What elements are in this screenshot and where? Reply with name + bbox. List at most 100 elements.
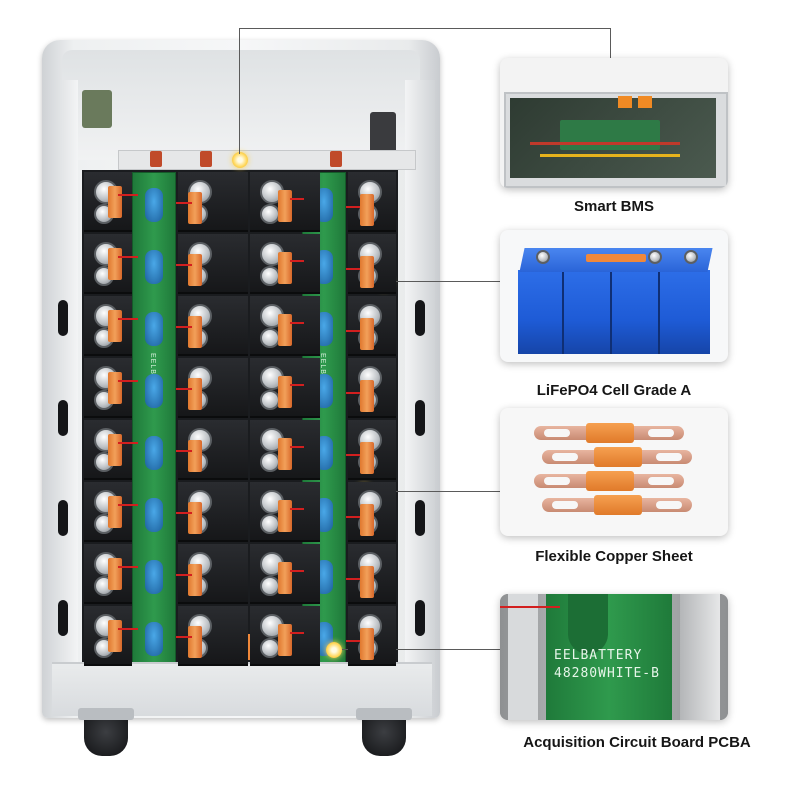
copper-sheet-hole <box>544 477 570 485</box>
copper-strap <box>278 190 292 222</box>
cell-divider <box>562 270 564 354</box>
vent-slot <box>415 300 425 336</box>
vent-slot <box>415 400 425 436</box>
cell-busbar <box>586 254 646 262</box>
copper-sheet-insulation <box>594 447 642 467</box>
copper-inset-image <box>500 408 728 536</box>
cell-terminal-post <box>260 452 280 472</box>
terminal <box>150 151 162 167</box>
copper-strap <box>108 558 122 590</box>
copper-strap <box>188 626 202 658</box>
caption-flexible-copper: Flexible Copper Sheet <box>535 548 693 565</box>
pcba-inset-image: EELBATTERY 48280WHITE-B <box>500 594 728 720</box>
cell-divider <box>610 270 612 354</box>
sense-wire <box>118 566 138 568</box>
copper-strap <box>108 248 122 280</box>
sense-wire <box>176 636 192 638</box>
sense-wire <box>346 206 360 208</box>
copper-strap <box>360 566 374 598</box>
sense-wire <box>176 326 192 328</box>
copper-strap <box>108 372 122 404</box>
copper-strap <box>360 256 374 288</box>
pcba-wire <box>500 606 560 608</box>
caption-smart-bms: Smart BMS <box>573 198 655 215</box>
vent-slot <box>58 600 68 636</box>
sense-wire <box>176 450 192 452</box>
sense-wire <box>118 628 138 630</box>
sense-wire <box>176 512 192 514</box>
pcb-sensor-window <box>145 250 163 284</box>
cell-inset-image <box>500 230 728 362</box>
pcba-cutout <box>568 594 608 654</box>
cell-terminal-post <box>260 204 280 224</box>
callout-dot-pcba <box>326 642 342 658</box>
sense-wire <box>118 442 138 444</box>
sense-wire <box>176 202 192 204</box>
copper-sheet-hole <box>544 429 570 437</box>
terminal <box>330 151 342 167</box>
copper-strap <box>188 316 202 348</box>
sense-wire <box>118 194 138 196</box>
sense-wire <box>346 578 360 580</box>
leader-line-bms-vertical <box>239 28 240 154</box>
copper-strap <box>360 504 374 536</box>
sense-wire <box>176 388 192 390</box>
pcb-sensor-window <box>145 436 163 470</box>
cabinet-left-rail <box>48 80 78 690</box>
cell-terminal-post <box>260 390 280 410</box>
pcba-print-model: 48280WHITE-B <box>554 666 660 681</box>
caption-lifepo4-cell: LiFePO4 Cell Grade A <box>536 382 692 399</box>
top-busbar <box>118 150 416 170</box>
pcb-sensor-window <box>145 312 163 346</box>
copper-strap <box>108 434 122 466</box>
pcba-rail <box>508 594 538 720</box>
caption-acquisition-pcba: Acquisition Circuit Board PCBA <box>523 734 751 751</box>
vent-slot <box>58 300 68 336</box>
cell-terminal-post <box>260 266 280 286</box>
copper-strap <box>360 628 374 660</box>
sense-wire <box>118 380 138 382</box>
copper-sheet-hole <box>656 501 682 509</box>
sense-wire <box>290 198 304 200</box>
sense-wire <box>176 264 192 266</box>
copper-strap <box>278 314 292 346</box>
sense-wire <box>118 318 138 320</box>
cell-divider <box>658 270 660 354</box>
sense-wire <box>118 504 138 506</box>
sense-wire <box>290 632 304 634</box>
leader-line-bms-horizontal <box>239 28 611 29</box>
sense-wire <box>290 260 304 262</box>
sense-wire <box>290 384 304 386</box>
copper-strap <box>360 442 374 474</box>
bms-inset-image <box>500 58 728 188</box>
copper-strap <box>108 310 122 342</box>
cell-terminal-post <box>260 576 280 596</box>
copper-strap <box>278 252 292 284</box>
sense-wire <box>290 446 304 448</box>
copper-sheet-insulation <box>594 495 642 515</box>
vent-slot <box>58 400 68 436</box>
sense-wire <box>176 574 192 576</box>
cell-terminal <box>536 250 550 264</box>
sense-wire <box>346 516 360 518</box>
connector-module <box>370 112 396 156</box>
pcb-sensor-window <box>145 498 163 532</box>
copper-strap <box>108 496 122 528</box>
bms-relay <box>618 96 632 108</box>
cabinet-right-rail <box>405 80 435 690</box>
bms-wiring <box>540 154 680 157</box>
copper-strap <box>188 192 202 224</box>
pcb-sensor-window <box>145 560 163 594</box>
copper-strap <box>360 318 374 350</box>
copper-strap <box>278 438 292 470</box>
sense-wire <box>346 454 360 456</box>
cell-terminal-post <box>260 328 280 348</box>
copper-sheet-hole <box>552 501 578 509</box>
cell-terminal-post <box>260 514 280 534</box>
copper-strap <box>188 254 202 286</box>
sense-wire <box>118 256 138 258</box>
copper-strap <box>360 380 374 412</box>
pcb-sensor-window <box>145 374 163 408</box>
copper-sheet-hole <box>552 453 578 461</box>
leader-line-bms-drop <box>610 28 611 58</box>
